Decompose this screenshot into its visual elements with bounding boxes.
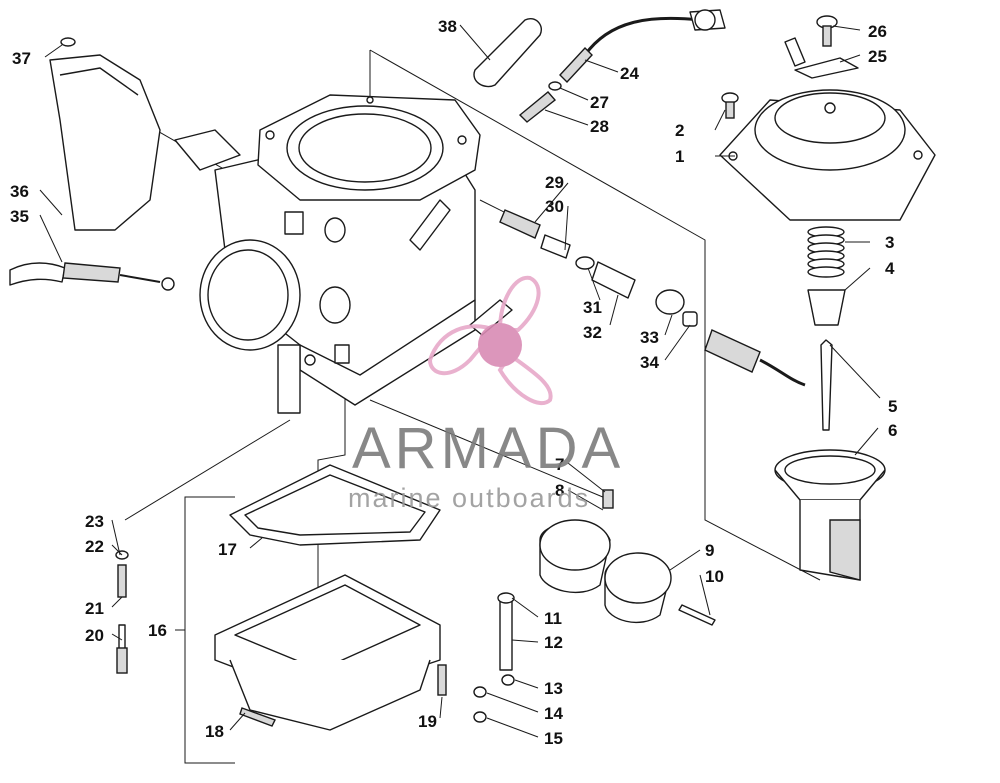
callout-21: 21 <box>85 599 104 618</box>
watermark: ARMADA marine outboards <box>348 275 624 513</box>
callout-35: 35 <box>10 207 29 226</box>
callout-2: 2 <box>675 121 684 140</box>
callout-17: 17 <box>218 540 237 559</box>
callout-7: 7 <box>555 455 564 474</box>
callout-25: 25 <box>868 47 887 66</box>
callout-8: 8 <box>555 481 564 500</box>
callout-3: 3 <box>885 233 894 252</box>
callout-29: 29 <box>545 173 564 192</box>
callout-leaders <box>39 24 881 738</box>
callout-10: 10 <box>705 567 724 586</box>
callout-16: 16 <box>148 621 167 640</box>
slide-assembly <box>774 226 886 581</box>
callout-11: 11 <box>544 609 562 628</box>
callout-38: 38 <box>438 17 457 36</box>
callout-6: 6 <box>888 421 897 440</box>
callout-12: 12 <box>544 633 563 652</box>
callout-1: 1 <box>675 147 684 166</box>
propeller-logo-icon <box>427 275 553 406</box>
callout-22: 22 <box>85 537 104 556</box>
callout-5: 5 <box>888 397 897 416</box>
float-bowl-assembly <box>214 464 447 731</box>
callout-4: 4 <box>885 259 895 278</box>
callout-18: 18 <box>205 722 224 741</box>
pilot-screw-assembly <box>499 209 806 387</box>
callout-numbers: 2 1 3 4 5 6 7 8 9 10 11 12 13 14 15 16 1… <box>10 17 897 748</box>
carburetor-body <box>174 94 513 414</box>
callout-27: 27 <box>590 93 609 112</box>
callout-23: 23 <box>85 512 104 531</box>
callout-33: 33 <box>640 328 659 347</box>
callout-30: 30 <box>545 197 564 216</box>
callout-32: 32 <box>583 323 602 342</box>
left-cover-and-cable <box>9 37 175 291</box>
callout-9: 9 <box>705 541 714 560</box>
float-assembly <box>539 489 716 626</box>
callout-13: 13 <box>544 679 563 698</box>
callout-19: 19 <box>418 712 437 731</box>
spring-3 <box>807 226 845 278</box>
callout-20: 20 <box>85 626 104 645</box>
watermark-subtitle: marine outboards <box>348 483 590 513</box>
callout-26: 26 <box>868 22 887 41</box>
callout-34: 34 <box>640 353 659 372</box>
callout-31: 31 <box>583 298 602 317</box>
callout-36: 36 <box>10 182 29 201</box>
callout-37: 37 <box>12 49 31 68</box>
vent-hose <box>473 18 542 88</box>
throttle-cable <box>518 9 726 123</box>
callout-28: 28 <box>590 117 609 136</box>
jet-parts <box>115 550 515 723</box>
callout-15: 15 <box>544 729 563 748</box>
diaphragm-cover <box>719 15 936 221</box>
callout-14: 14 <box>544 704 563 723</box>
watermark-title: ARMADA <box>352 416 624 481</box>
callout-24: 24 <box>620 64 639 83</box>
